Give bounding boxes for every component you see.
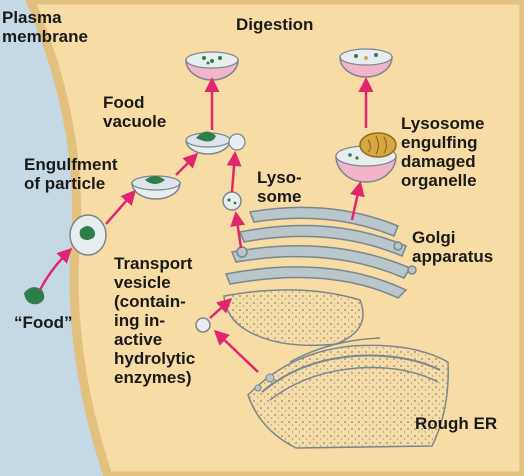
label-lysosome: Lyso- some xyxy=(257,168,302,206)
label-engulfment: Engulfment of particle xyxy=(24,155,118,193)
label-lysosome-engulfing: Lysosome engulfing damaged organelle xyxy=(401,114,484,190)
label-transport-vesicle: Transport vesicle (contain- ing in- acti… xyxy=(114,254,195,387)
lysosome-vesicle xyxy=(223,192,241,210)
label-golgi: Golgi apparatus xyxy=(412,228,493,266)
label-plasma-membrane: Plasma membrane xyxy=(2,8,88,46)
label-food: “Food” xyxy=(14,313,73,332)
label-food-vacuole: Food vacuole xyxy=(103,93,166,131)
label-digestion: Digestion xyxy=(236,15,313,34)
label-rough-er: Rough ER xyxy=(415,414,497,433)
transport-vesicle xyxy=(196,318,210,332)
